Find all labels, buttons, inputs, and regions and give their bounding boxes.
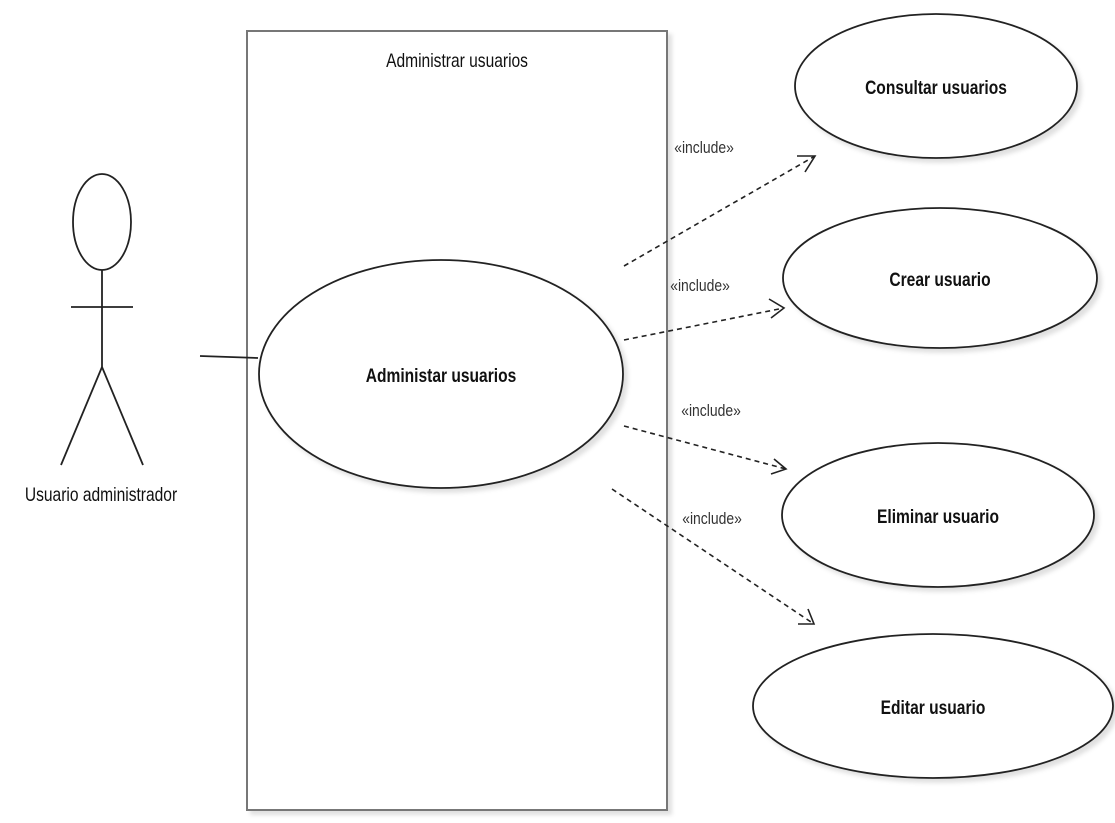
use-case-label: Editar usuario — [881, 697, 986, 719]
actor-usuario-administrador[interactable] — [60, 173, 144, 466]
include-label-crear: «include» — [670, 277, 730, 296]
use-case-label: Eliminar usuario — [877, 506, 999, 528]
include-arrow-crear[interactable] — [623, 298, 786, 341]
use-case-eliminar-usuario[interactable]: Eliminar usuario — [781, 442, 1095, 588]
actor-head — [72, 173, 132, 271]
use-case-label: Crear usuario — [889, 269, 990, 291]
system-boundary-title: Administrar usuarios — [386, 50, 528, 72]
actor-left-leg — [60, 366, 103, 466]
use-case-editar-usuario[interactable]: Editar usuario — [752, 633, 1114, 779]
include-arrow-eliminar[interactable] — [623, 425, 788, 475]
include-arrow-editar[interactable] — [611, 488, 816, 625]
use-case-consultar-usuarios[interactable]: Consultar usuarios — [794, 13, 1078, 159]
include-arrow-consultar[interactable] — [623, 155, 817, 267]
use-case-administar-usuarios[interactable]: Administar usuarios — [258, 259, 624, 489]
use-case-label: Administar usuarios — [366, 365, 517, 387]
include-label-eliminar: «include» — [681, 402, 741, 421]
use-case-label: Consultar usuarios — [865, 77, 1007, 99]
include-label-consultar: «include» — [674, 139, 734, 158]
use-case-crear-usuario[interactable]: Crear usuario — [782, 207, 1098, 349]
actor-right-leg — [101, 366, 144, 466]
association-line[interactable] — [199, 355, 259, 359]
actor-label: Usuario administrador — [25, 484, 177, 506]
include-label-editar: «include» — [682, 510, 742, 529]
